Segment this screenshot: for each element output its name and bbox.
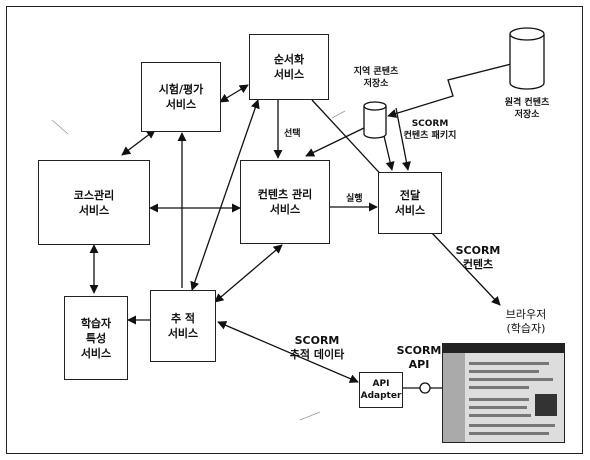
remote-repository-icon xyxy=(510,28,544,89)
arrow-exam-sequencing xyxy=(220,85,248,102)
learner-service-line3: 서비스 xyxy=(81,346,111,361)
exam-service-line1: 시험/평가 xyxy=(159,82,204,97)
sequencing-service-line1: 순서화 xyxy=(274,52,304,67)
remote-repository-line1: 원격 컨텐츠 xyxy=(490,97,564,109)
exam-service-box: 시험/평가 서비스 xyxy=(141,62,221,132)
scorm-api-label: SCORM API xyxy=(392,344,446,372)
arrow-local-content xyxy=(306,128,364,156)
course-service-box: 코스관리 서비스 xyxy=(38,160,150,245)
local-repository-icon xyxy=(364,102,386,138)
scorm-api-line1: SCORM xyxy=(392,344,446,358)
scorm-api-line2: API xyxy=(392,358,446,372)
content-mgmt-service-box: 컨텐츠 관리 서비스 xyxy=(240,160,330,244)
content-mgmt-service-line2: 서비스 xyxy=(270,202,300,217)
browser-text-line xyxy=(469,370,539,373)
sequencing-service-line2: 서비스 xyxy=(274,67,304,82)
scorm-tracking-line2: 추적 데이타 xyxy=(272,348,362,362)
api-adapter-line2: Adapter xyxy=(361,390,402,402)
scorm-content-line1: SCORM xyxy=(448,244,508,258)
local-repository-line2: 저장소 xyxy=(336,78,416,90)
arrow-tracking-content xyxy=(215,245,282,302)
launch-label: 실행 xyxy=(346,193,363,205)
delivery-service-box: 전달 서비스 xyxy=(378,172,442,234)
scorm-tracking-label: SCORM 추적 데이타 xyxy=(272,334,362,362)
scorm-package-line1: SCORM xyxy=(386,118,474,130)
remote-repository-line2: 저장소 xyxy=(490,109,564,121)
browser-text-line xyxy=(469,432,549,435)
api-adapter-box: API Adapter xyxy=(359,372,403,408)
browser-label: 브라우저 (학습자) xyxy=(490,308,562,336)
tracking-service-line2: 서비스 xyxy=(168,326,198,341)
browser-text-line xyxy=(469,386,529,389)
browser-titlebar xyxy=(443,344,564,353)
course-service-line1: 코스관리 xyxy=(74,188,114,203)
scorm-content-label: SCORM 컨텐츠 xyxy=(448,244,508,272)
api-connector-icon xyxy=(420,383,430,393)
browser-screenshot-image xyxy=(442,343,565,443)
scorm-tracking-line1: SCORM xyxy=(272,334,362,348)
learner-service-box: 학습자 특성 서비스 xyxy=(64,296,128,380)
learner-service-line1: 학습자 xyxy=(81,316,111,331)
exam-service-line2: 서비스 xyxy=(166,97,196,112)
browser-line2: (학습자) xyxy=(490,322,562,336)
sequencing-service-box: 순서화 서비스 xyxy=(249,34,329,100)
arrow-exam-course xyxy=(122,130,155,155)
delivery-service-line1: 전달 xyxy=(400,188,420,203)
select-label: 선택 xyxy=(284,128,301,140)
scorm-package-line2: 컨텐츠 패키지 xyxy=(386,130,474,142)
browser-text-line xyxy=(469,398,529,401)
local-repository-label: 지역 콘텐츠 저장소 xyxy=(336,66,416,90)
browser-line1: 브라우저 xyxy=(490,308,562,322)
remote-repository-label: 원격 컨텐츠 저장소 xyxy=(490,97,564,121)
learner-service-line2: 특성 xyxy=(86,331,106,346)
tracking-service-line1: 추 적 xyxy=(171,311,195,326)
browser-content-image xyxy=(535,394,557,416)
content-mgmt-service-line1: 컨텐츠 관리 xyxy=(258,187,312,202)
local-repository-line1: 지역 콘텐츠 xyxy=(336,66,416,78)
api-adapter-line1: API xyxy=(373,378,390,390)
delivery-service-line2: 서비스 xyxy=(395,203,425,218)
browser-sidebar xyxy=(443,353,465,443)
browser-text-line xyxy=(469,414,531,417)
browser-text-line xyxy=(469,378,553,381)
browser-text-line xyxy=(469,362,549,365)
browser-text-line xyxy=(469,424,555,427)
tracking-service-box: 추 적 서비스 xyxy=(150,290,216,362)
scorm-package-label: SCORM 컨텐츠 패키지 xyxy=(386,118,474,142)
scorm-content-line2: 컨텐츠 xyxy=(448,258,508,272)
browser-text-line xyxy=(469,406,527,409)
course-service-line2: 서비스 xyxy=(79,203,109,218)
